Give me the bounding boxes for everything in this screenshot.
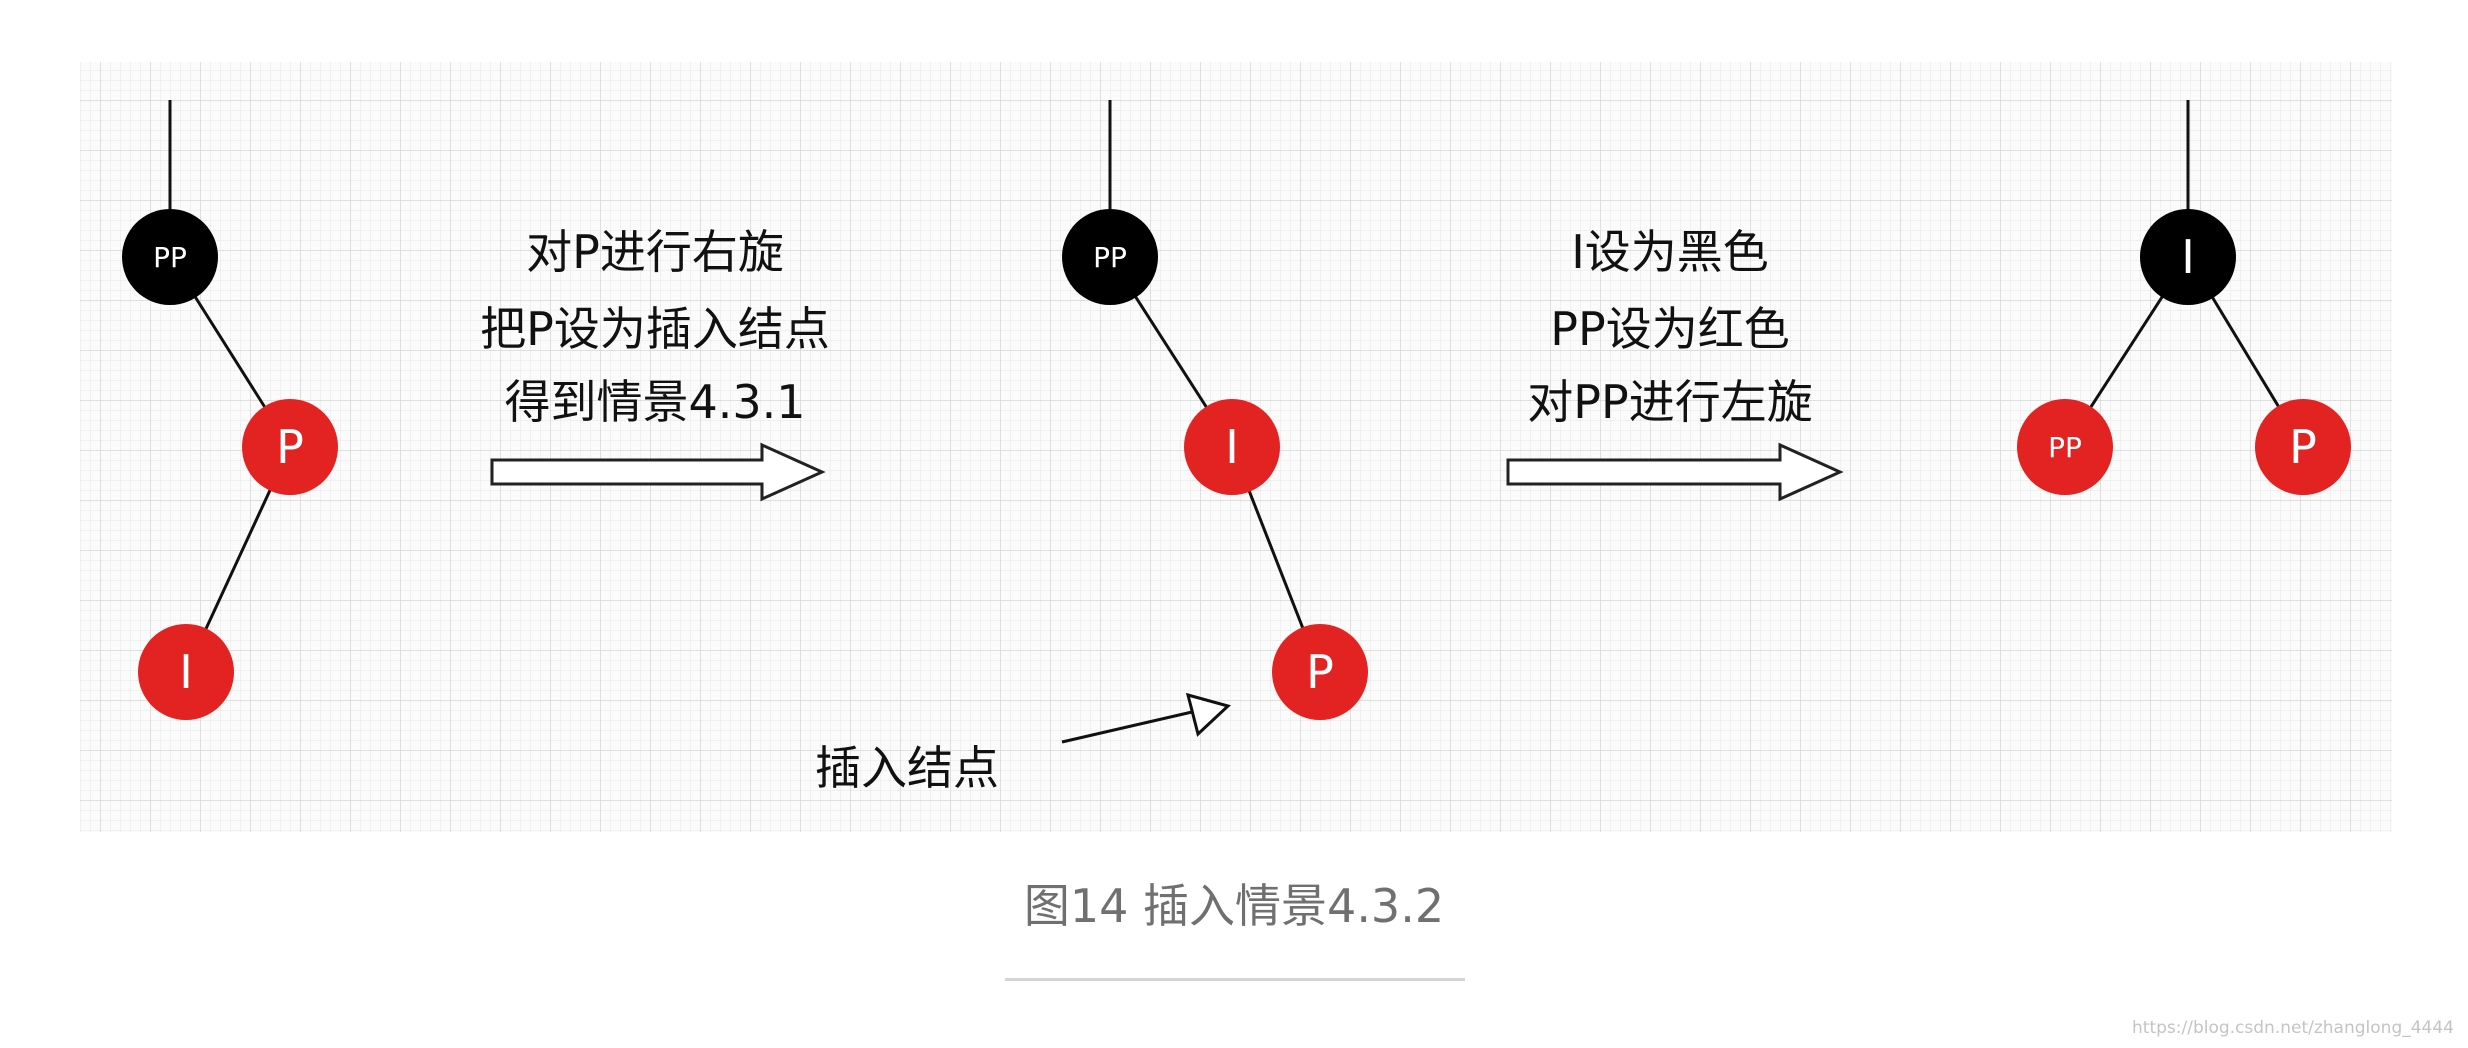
node-circle [1062,209,1158,305]
figure-caption: 图14 插入情景4.3.2 [1023,879,1445,933]
node-label: P [1306,645,1334,699]
tree-node-b-pp: PP [1062,209,1158,305]
tree-node-c-pp: PP [2017,399,2113,495]
tree-node-b-i: I [1184,399,1280,495]
watermark: https://blog.csdn.net/zhanglong_4444 [2132,1018,2454,1038]
step1-line-3: 得到情景4.3.1 [504,375,805,429]
step2-line-1: I设为黑色 [1571,225,1769,279]
insert-pointer-arrow-icon [1061,692,1231,744]
node-circle [1184,399,1280,495]
tree-node-a-i: I [138,624,234,720]
step1-line-2: 把P设为插入结点 [480,302,830,356]
node-circle [2140,209,2236,305]
tree-node-a-pp: PP [122,209,218,305]
step2-line-2: PP设为红色 [1550,302,1789,356]
node-label: I [179,645,193,699]
caption-divider [1005,978,1465,981]
insert-node-label: 插入结点 [815,741,999,795]
node-label: P [276,420,304,474]
step2-arrow-icon [1506,442,1844,502]
step1-arrow-icon [490,442,826,502]
node-label: P [2289,420,2317,474]
node-label: I [2181,230,2195,284]
node-circle [2017,399,2113,495]
node-circle [242,399,338,495]
node-circle [1272,624,1368,720]
step2-line-3: 对PP进行左旋 [1527,375,1812,429]
tree-node-a-p: P [242,399,338,495]
node-label: PP [2048,431,2082,464]
node-label: I [1225,420,1239,474]
node-circle [122,209,218,305]
node-circle [2255,399,2351,495]
node-label: PP [1093,241,1127,274]
node-circle [138,624,234,720]
node-label: PP [153,241,187,274]
tree-node-b-p: P [1272,624,1368,720]
tree-node-c-p: P [2255,399,2351,495]
step1-line-1: 对P进行右旋 [526,225,784,279]
tree-node-c-i: I [2140,209,2236,305]
